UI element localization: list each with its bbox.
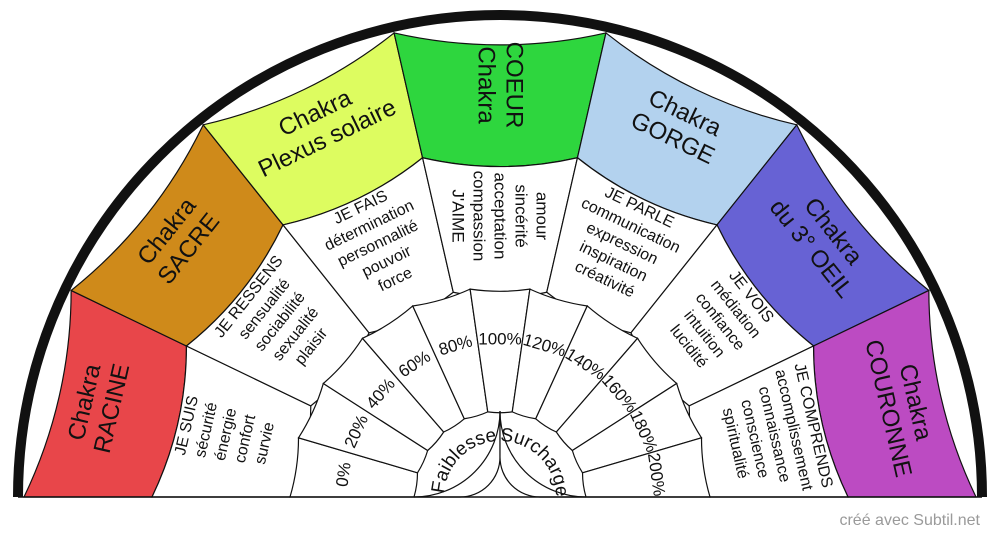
percent-scale-ring: 0%20%40%60%80%100%120%140%160%180%200% [289,288,711,498]
chakra-quality-label: acceptation [491,173,510,260]
credit-text: créé avec Subtil.net [839,512,980,529]
chakra-quality-label: sincérité [512,184,531,247]
percent-label: 100% [478,330,521,349]
chakra-name-label: COEUR [501,42,528,129]
percent-label: 0% [332,461,354,488]
chakra-quality-label: amour [533,192,552,241]
chakra-quality-label: compassion [470,171,489,262]
rim-arc [13,10,987,498]
chakra-quality-label: J'AIME [449,189,468,242]
outer-rim [13,10,987,498]
chakra-name-label: Chakra [473,46,500,124]
